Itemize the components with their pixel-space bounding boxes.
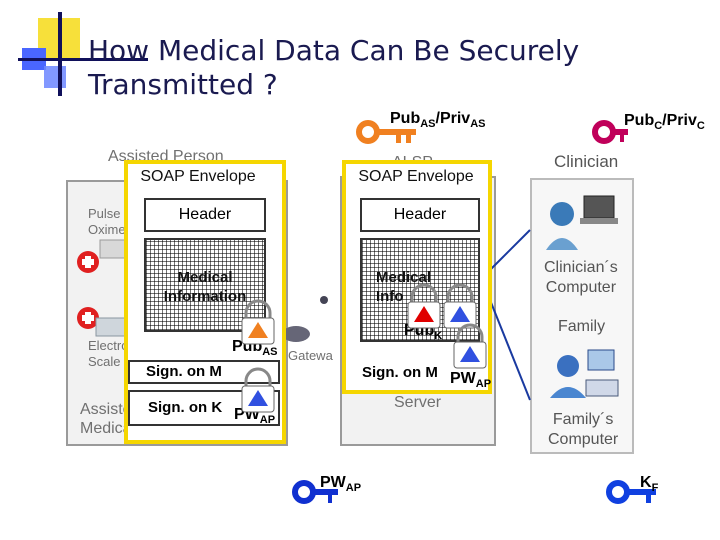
family-computer-icon [550, 349, 619, 398]
slide-title: How Medical Data Can Be Securely Transmi… [88, 34, 580, 101]
clinician-icon [546, 195, 618, 250]
left-sign-on-m-box: Sign. on M [128, 360, 280, 384]
title-decoration-vline [58, 12, 62, 96]
key-icon [606, 480, 656, 504]
lock-icon [241, 367, 275, 413]
left-header-box: Header [144, 198, 266, 232]
medical-cross-icon-2 [77, 307, 99, 329]
gateway-device-icon [282, 296, 328, 342]
right-pw-ap-label: PWAP [450, 370, 492, 391]
connection-lines [489, 229, 531, 401]
key-label-pw-ap: PWAP [320, 474, 362, 495]
lock-icon [443, 283, 477, 329]
bg-server-label: Server [394, 394, 442, 411]
lock-icon [453, 323, 487, 369]
key-icon [592, 120, 628, 144]
key-icon [356, 120, 416, 144]
bg-clinicians-computer-label: Clinician´s Computer [544, 259, 618, 296]
left-medical-info-text: Medical Information [163, 269, 247, 305]
bg-familys-computer-label: Family´s Computer [548, 411, 619, 448]
bg-gateway-label: Gatewa [288, 348, 333, 363]
key-label-kf: KF [640, 474, 659, 495]
right-sign-on-m-label: Sign. on M [362, 364, 438, 381]
right-medical-info-text: Medical Info [376, 269, 432, 305]
right-envelope-title: SOAP Envelope [358, 168, 474, 185]
right-header-box: Header [360, 198, 480, 232]
key-icon [292, 480, 338, 504]
bg-clinician-label: Clinician [554, 152, 619, 171]
left-medical-info-box: Medical Information [144, 238, 266, 332]
lock-icon [241, 299, 275, 345]
title-decoration-hline [18, 58, 148, 61]
medical-cross-icon [77, 251, 99, 273]
bg-electronic-scale-label: Electro Scale [88, 338, 129, 369]
left-envelope-title: SOAP Envelope [140, 168, 256, 185]
key-label-pub-priv-c: PubC/PrivC [624, 112, 705, 133]
bg-family-label: Family [558, 318, 606, 335]
key-label-pub-priv-as: PubAS/PrivAS [390, 110, 486, 131]
lock-icon [407, 283, 441, 329]
